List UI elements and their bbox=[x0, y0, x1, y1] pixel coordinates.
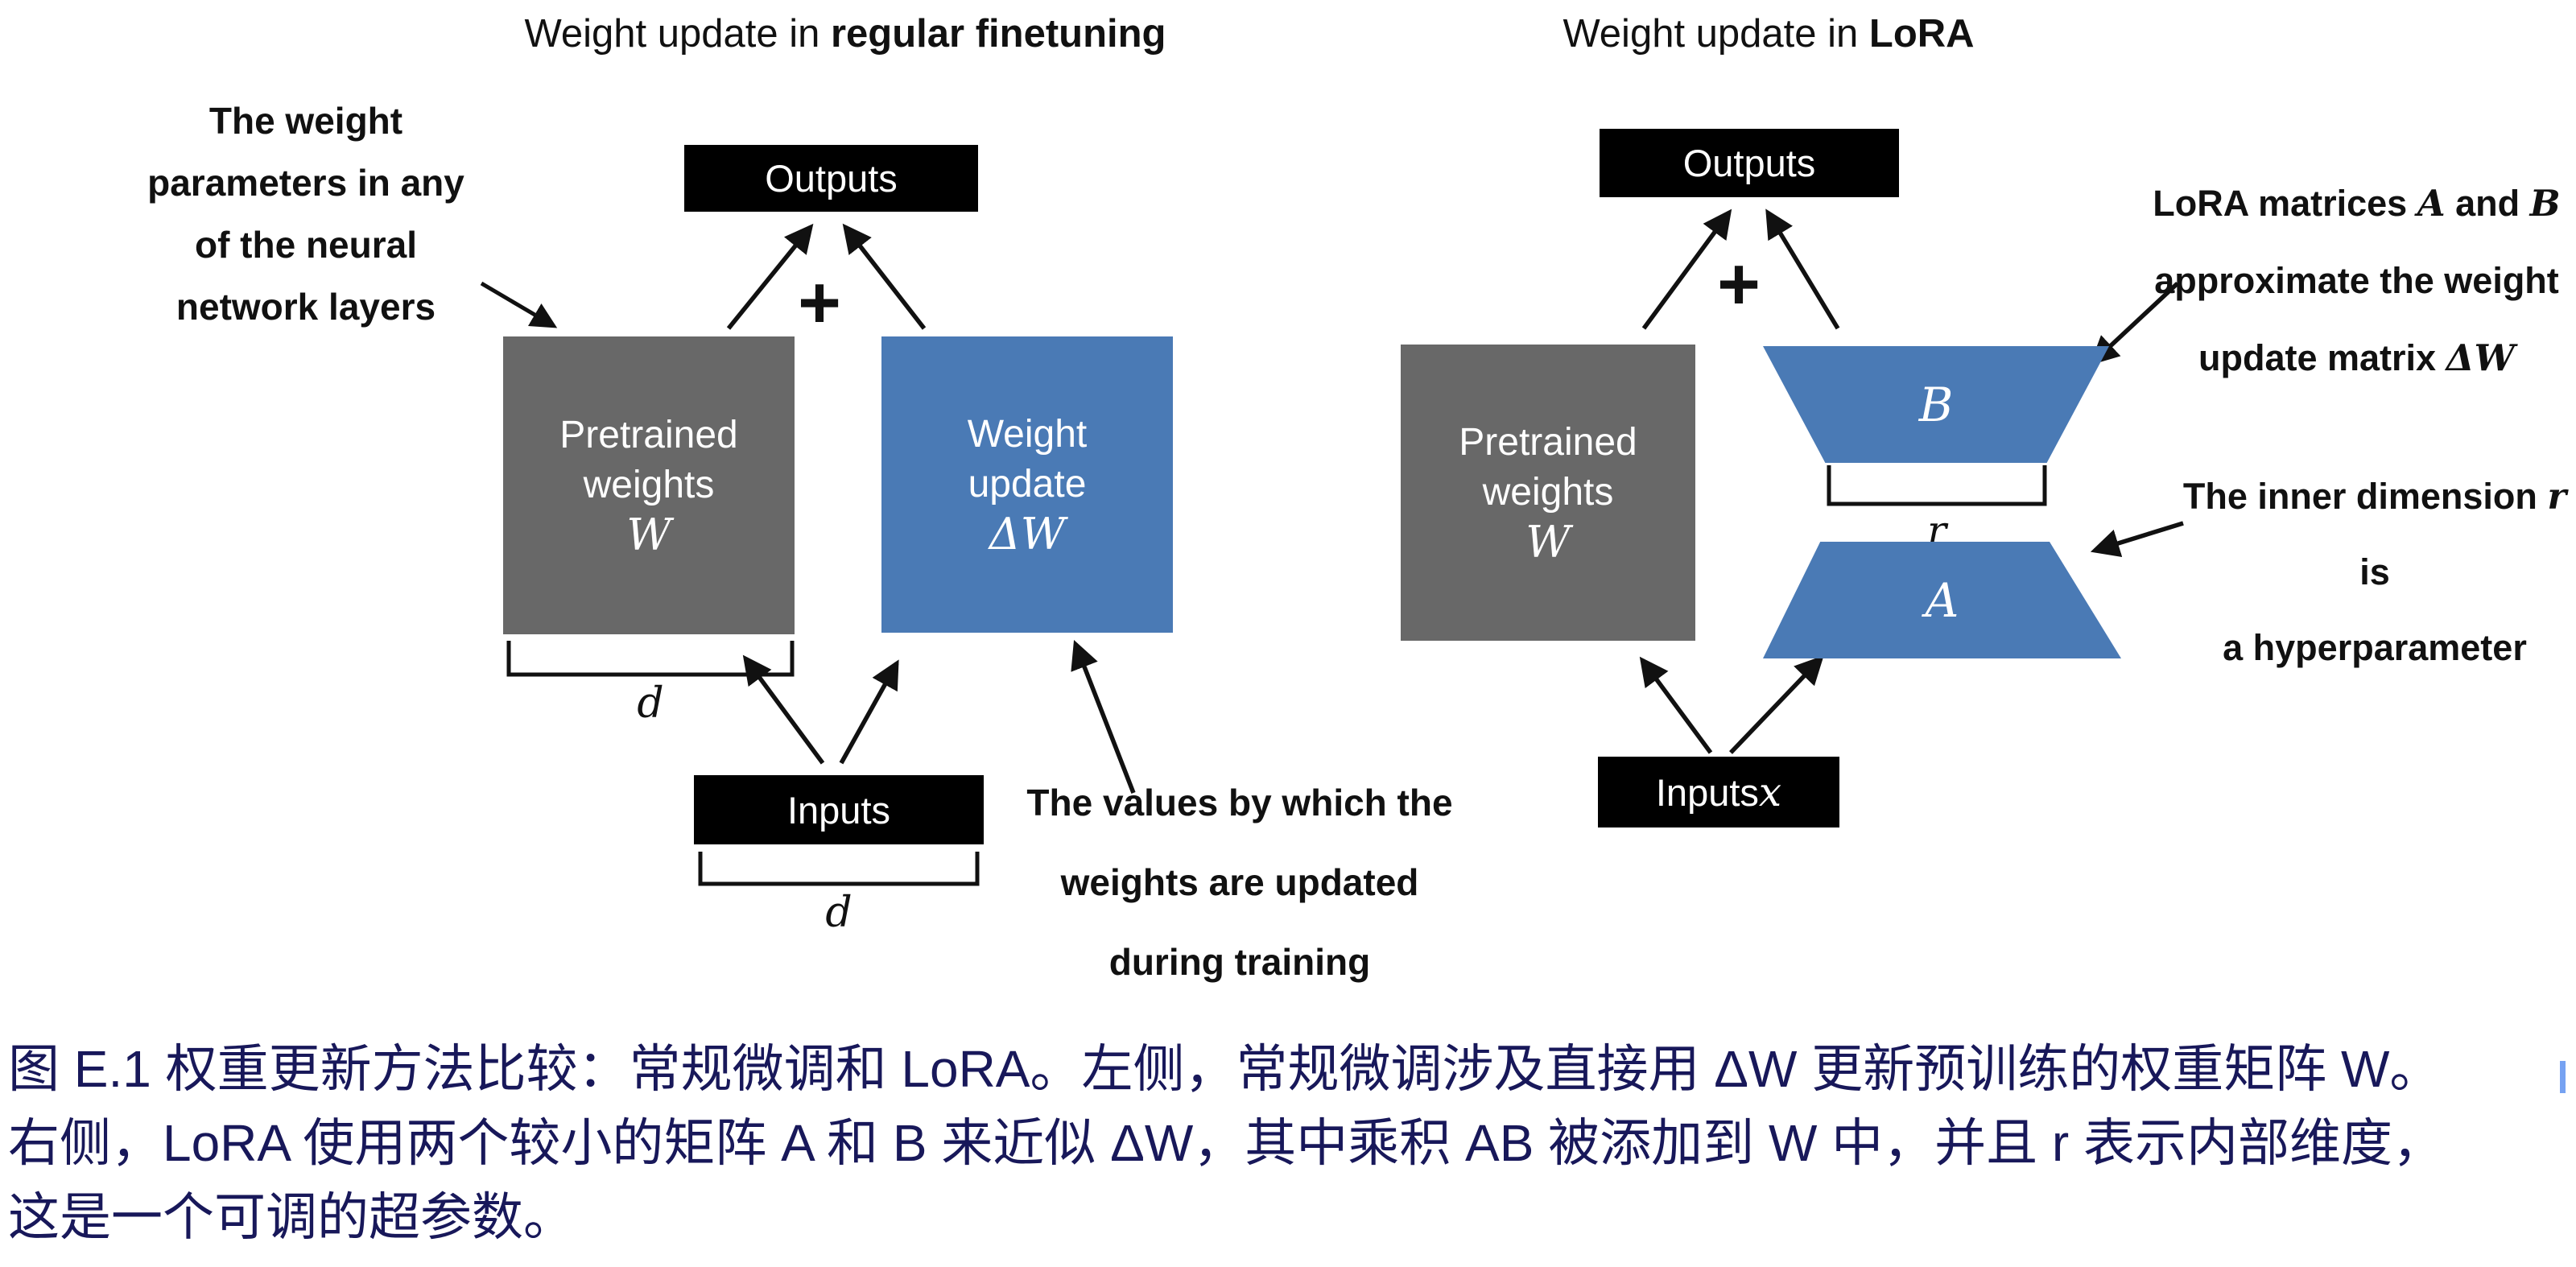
left-title-bold: regular finetuning bbox=[830, 12, 1166, 56]
update-line2: update bbox=[968, 463, 1087, 506]
inner-dimension-annotation: The inner dimension r is a hyperparamete… bbox=[2165, 459, 2576, 686]
matrix-a-label: A bbox=[1925, 572, 1959, 628]
inputs-x-box: Inputs x bbox=[1598, 757, 1839, 827]
pretrained-symbol-w: W bbox=[1525, 517, 1571, 567]
annotation-line: weights are updated bbox=[1060, 861, 1419, 903]
annotation-text: and bbox=[2445, 183, 2530, 224]
math-r: r bbox=[2547, 475, 2567, 518]
math-dw: ΔW bbox=[2446, 336, 2516, 379]
right-panel-title: Weight update in LoRA bbox=[1487, 11, 2050, 56]
annotation-line: a hyperparameter bbox=[2223, 627, 2527, 668]
math-b: B bbox=[2529, 182, 2561, 225]
annotation-text: The inner dimension bbox=[2182, 476, 2548, 517]
arrow-inputsx-to-gray bbox=[1639, 656, 1713, 754]
left-title-prefix: Weight update in bbox=[524, 12, 831, 56]
annotation-text: is bbox=[2359, 551, 2390, 592]
plus-sign-right: + bbox=[1717, 243, 1761, 325]
d-bracket-inputs bbox=[698, 852, 980, 886]
annotation-line: network layers bbox=[175, 286, 436, 328]
annotation-line: LoRA matrices A and B bbox=[2137, 165, 2576, 242]
d-label-weights: d bbox=[637, 679, 664, 728]
math-a: A bbox=[2417, 182, 2446, 225]
inputs-label-left: Inputs bbox=[786, 788, 891, 832]
annotation-line: parameters in any bbox=[147, 162, 464, 204]
caption-line: 图 E.1 权重更新方法比较：常规微调和 LoRA。左侧，常规微调涉及直接用 Δ… bbox=[8, 1040, 2442, 1098]
figure-caption: 图 E.1 权重更新方法比较：常规微调和 LoRA。左侧，常规微调涉及直接用 Δ… bbox=[8, 1032, 2572, 1254]
annotation-line: The values by which the bbox=[1026, 782, 1453, 823]
annotation-line: update matrix ΔW bbox=[2137, 320, 2576, 397]
left-panel-title: Weight update in regular finetuning bbox=[435, 11, 1256, 56]
inputs-x-prefix: Inputs bbox=[1655, 770, 1759, 814]
d-label-inputs: d bbox=[825, 889, 852, 937]
weight-update-box: Weight update ΔW bbox=[881, 336, 1173, 633]
pretrained-line2: weights bbox=[583, 464, 715, 506]
arrow-inputsx-to-a bbox=[1729, 655, 1824, 754]
annotation-text: LoRA matrices bbox=[2153, 183, 2417, 224]
pretrained-weights-box-left: Pretrained weights W bbox=[503, 336, 795, 634]
weight-params-annotation: The weight parameters in any of the neur… bbox=[76, 90, 535, 338]
annotation-text: update matrix bbox=[2198, 337, 2446, 378]
inputs-x-symbol: x bbox=[1758, 769, 1782, 815]
annotation-line: during training bbox=[1108, 941, 1371, 983]
update-symbol-dw: ΔW bbox=[989, 509, 1066, 559]
caption-line: 这是一个可调的超参数。 bbox=[8, 1188, 575, 1246]
text-cursor-artifact bbox=[2560, 1061, 2566, 1093]
matrix-b-trapezoid: B bbox=[1763, 346, 2109, 463]
plus-sign-left: + bbox=[798, 262, 841, 344]
outputs-label-right: Outputs bbox=[1682, 142, 1816, 184]
annotation-line: The weight bbox=[208, 100, 403, 142]
r-bracket bbox=[1827, 465, 2047, 506]
update-line1: Weight bbox=[967, 413, 1088, 456]
outputs-box-right: Outputs bbox=[1600, 129, 1899, 197]
d-bracket-weights bbox=[506, 641, 795, 677]
annotation-line: The inner dimension r is bbox=[2165, 459, 2576, 610]
pretrained-weights-box-right: Pretrained weights W bbox=[1401, 345, 1695, 641]
lora-matrices-annotation: LoRA matrices A and B approximate the we… bbox=[2137, 165, 2576, 397]
outputs-box-left: Outputs bbox=[684, 145, 978, 212]
annotation-line: approximate the weight bbox=[2154, 260, 2559, 301]
values-annotation: The values by which the weights are upda… bbox=[1006, 763, 1473, 1002]
pretrained-line1: Pretrained bbox=[559, 414, 738, 456]
right-title-prefix: Weight update in bbox=[1563, 12, 1869, 56]
matrix-b-label: B bbox=[1918, 377, 1954, 432]
right-title-bold: LoRA bbox=[1868, 12, 1975, 56]
caption-line: 右侧，LoRA 使用两个较小的矩阵 A 和 B 来近似 ΔW，其中乘积 AB 被… bbox=[8, 1114, 2445, 1172]
inputs-box-left: Inputs bbox=[694, 775, 984, 844]
arrow-inputs-to-blue-left bbox=[839, 659, 899, 765]
annotation-line: of the neural bbox=[194, 224, 418, 266]
pretrained-symbol-w: W bbox=[626, 510, 671, 560]
pretrained-line2: weights bbox=[1482, 471, 1614, 514]
matrix-a-trapezoid: A bbox=[1763, 542, 2121, 658]
outputs-label-left: Outputs bbox=[765, 157, 898, 200]
pretrained-line1: Pretrained bbox=[1459, 421, 1637, 464]
